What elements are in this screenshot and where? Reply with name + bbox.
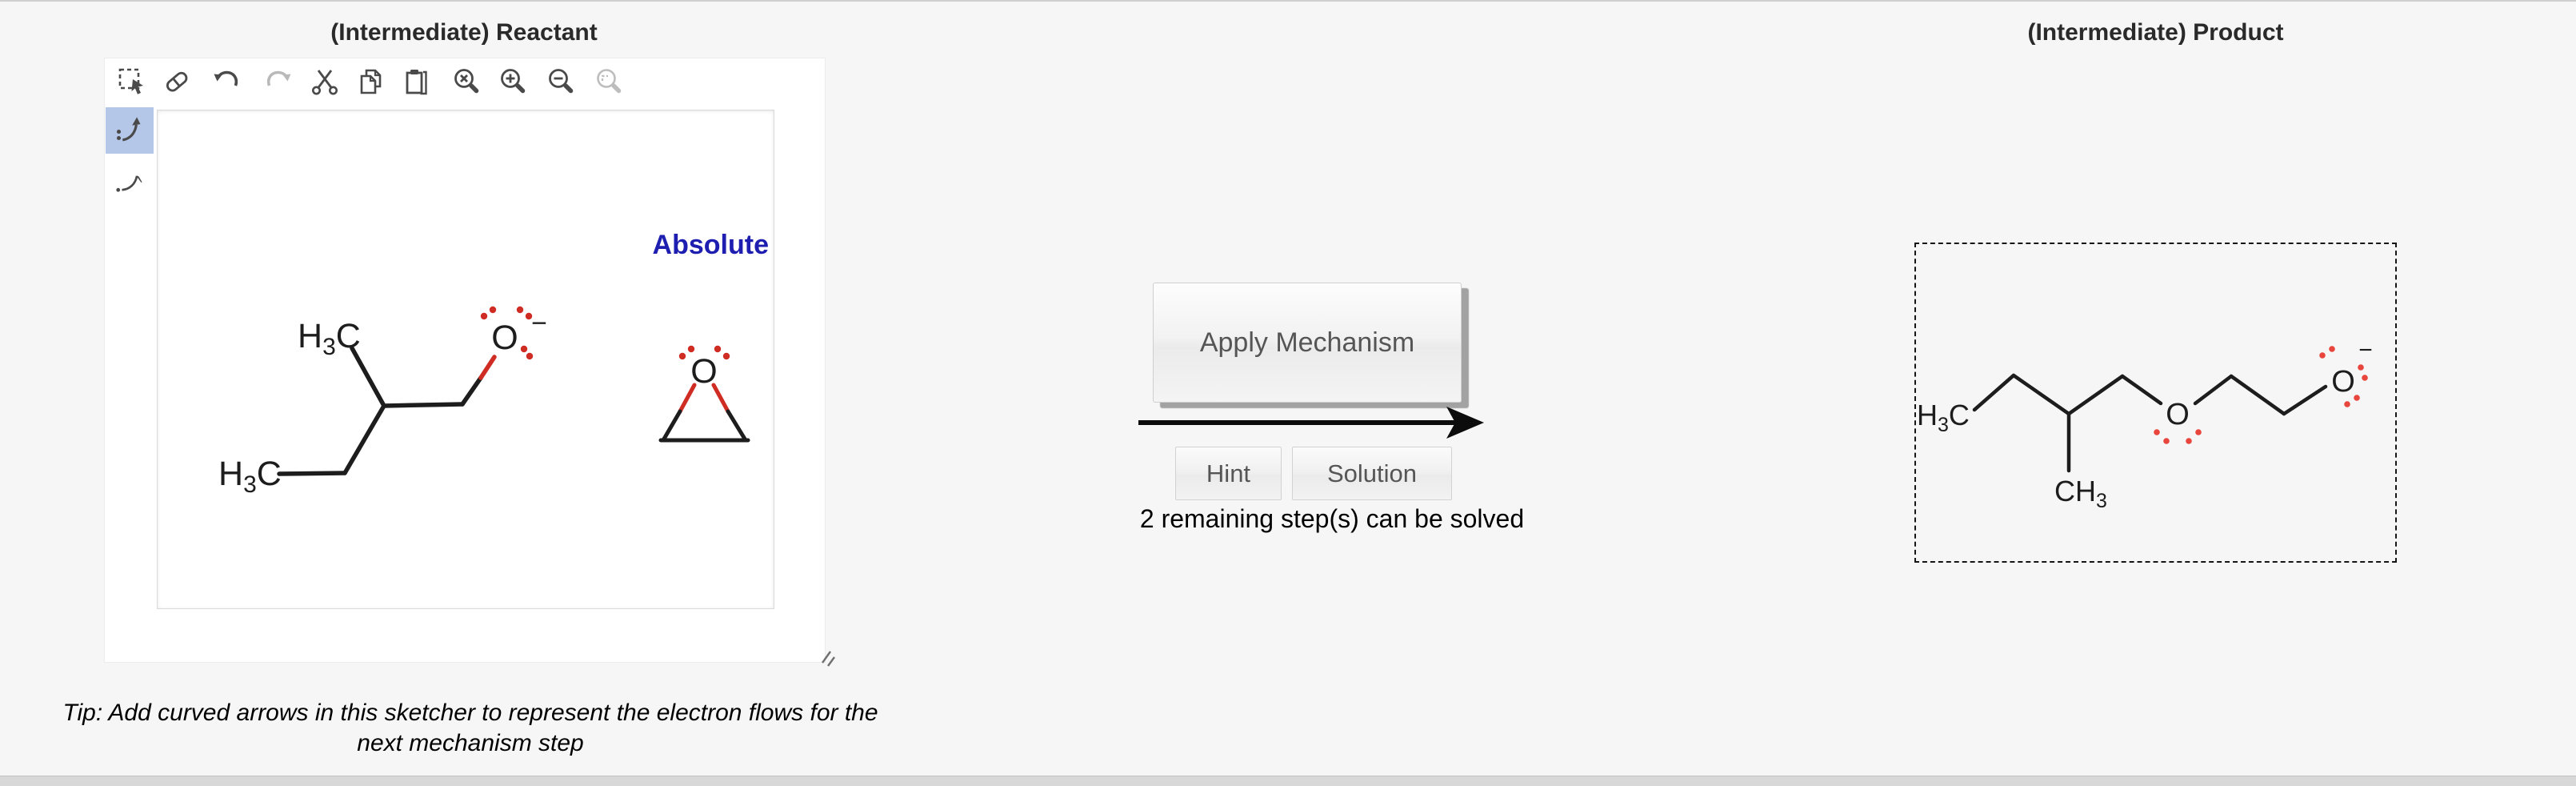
bond xyxy=(2193,374,2234,406)
copy-icon xyxy=(360,69,382,94)
sketcher-canvas[interactable]: Absolute H3C H3C O − xyxy=(157,110,774,609)
lone-pair-dots xyxy=(480,306,534,360)
alkoxide-oxygen-label: O xyxy=(491,319,518,357)
negative-charge: − xyxy=(531,308,547,339)
bond xyxy=(382,402,465,408)
product-panel-title: (Intermediate) Product xyxy=(2027,19,2284,46)
reactant-molecule-drawing: H3C H3C O − O xyxy=(218,306,750,498)
bond xyxy=(1972,373,2016,412)
tip-line-2: next mechanism step xyxy=(357,730,584,756)
zoom-region-button[interactable] xyxy=(591,64,626,101)
sketcher-tip: Tip: Add curved arrows in this sketcher … xyxy=(28,698,913,759)
epoxide-molecule: O xyxy=(658,345,750,443)
product-molecule: H3C CH3 O O − xyxy=(1917,337,2373,512)
sketcher-resize-handle[interactable] xyxy=(818,648,840,671)
negative-charge: − xyxy=(2358,337,2373,363)
methyl-left-label: H3C xyxy=(1917,399,1970,436)
zoom-in-button[interactable] xyxy=(495,64,530,101)
cut-button[interactable] xyxy=(307,64,342,101)
zoom-out-icon xyxy=(549,69,574,94)
reactant-sketcher-panel: Absolute H3C H3C O − xyxy=(104,58,826,663)
zoom-out-button[interactable] xyxy=(543,64,578,101)
marquee-select-button[interactable] xyxy=(115,64,150,101)
bond-to-oxygen xyxy=(478,355,497,380)
paste-button[interactable] xyxy=(397,64,432,101)
marquee-select-icon xyxy=(118,68,143,94)
paste-icon xyxy=(406,70,427,95)
bond xyxy=(726,409,748,443)
bond xyxy=(2229,374,2286,416)
bond xyxy=(661,409,682,443)
window-top-border xyxy=(0,0,2576,2)
zoom-reset-icon xyxy=(454,69,479,94)
methyl-top-label: H3C xyxy=(298,317,361,360)
bond xyxy=(2066,374,2125,416)
redo-button[interactable] xyxy=(260,64,295,101)
alkoxide-oxygen-label: O xyxy=(2331,365,2355,399)
apply-mechanism-button[interactable]: Apply Mechanism xyxy=(1153,283,1462,403)
bond xyxy=(342,403,386,475)
curved-arrow-single-tool[interactable] xyxy=(106,155,154,202)
reactant-panel-title: (Intermediate) Reactant xyxy=(330,19,598,46)
undo-button[interactable] xyxy=(210,64,245,101)
eraser-button[interactable] xyxy=(159,64,194,101)
tip-line-1: Tip: Add curved arrows in this sketcher … xyxy=(62,700,878,726)
methyl-bottom-label: H3C xyxy=(218,455,282,498)
lone-pair-dots xyxy=(2154,346,2368,444)
stereo-flag: Absolute xyxy=(652,230,769,260)
bond xyxy=(2120,374,2163,406)
product-box xyxy=(1914,243,2397,563)
curved-arrow-electron-pair-icon xyxy=(116,117,141,142)
redo-icon xyxy=(266,70,291,86)
undo-icon xyxy=(214,70,238,86)
bond xyxy=(350,346,386,408)
methyl-branch-label: CH3 xyxy=(2054,475,2107,512)
solution-button[interactable]: Solution xyxy=(1292,447,1452,500)
zoom-region-icon xyxy=(597,69,622,94)
alkoxide-molecule: H3C H3C O − xyxy=(218,306,547,498)
eraser-icon xyxy=(166,71,188,92)
remaining-steps-text: 2 remaining step(s) can be solved xyxy=(1139,504,1525,533)
product-molecule-drawing: H3C CH3 O O − xyxy=(1917,337,2373,512)
bond xyxy=(2282,384,2328,416)
bond xyxy=(277,471,347,476)
curved-arrow-single-electron-icon xyxy=(116,175,142,192)
zoom-in-icon xyxy=(501,69,526,94)
lone-pair-dots xyxy=(678,345,730,360)
curved-arrow-pair-tool[interactable] xyxy=(106,107,154,154)
copy-button[interactable] xyxy=(354,64,389,101)
epoxide-oxygen-label: O xyxy=(690,352,717,391)
cut-icon xyxy=(312,70,338,95)
ether-oxygen-label: O xyxy=(2166,398,2190,431)
bond-to-oxygen xyxy=(678,383,697,414)
bond-to-oxygen xyxy=(711,383,730,414)
reaction-arrow xyxy=(1138,407,1484,439)
bottom-scrollbar[interactable] xyxy=(0,776,2576,786)
bond xyxy=(460,375,483,407)
bond xyxy=(2011,373,2071,416)
hint-button[interactable]: Hint xyxy=(1175,447,1282,500)
zoom-reset-button[interactable] xyxy=(449,64,484,101)
